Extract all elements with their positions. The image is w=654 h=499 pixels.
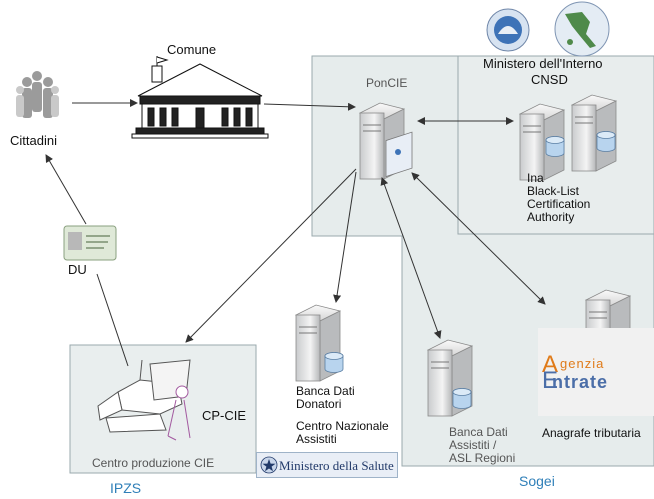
cnsd-service-item: Black-List — [527, 184, 580, 198]
agenzia-top-text: genzia — [560, 356, 605, 371]
star-emblem-icon — [260, 456, 278, 474]
centro-nazionale-label: Centro Nazionale Assistiti — [296, 419, 389, 446]
cnsd-service-item: Ina — [527, 171, 544, 185]
anagrafe-label: Anagrafe tributaria — [542, 426, 641, 440]
agenzia-bottom-text: ntrate — [552, 372, 609, 392]
svg-text:E: E — [542, 367, 558, 390]
cnsd-service-item: Certification — [527, 197, 591, 211]
centro-produzione-label: Centro produzione CIE — [92, 456, 215, 470]
agenzia-swoosh-icon: A E — [542, 351, 558, 390]
people-icon — [16, 71, 59, 118]
ministry-seal-icon — [486, 8, 530, 52]
sogei-label: Sogei — [519, 473, 555, 489]
italy-map-seal-icon — [554, 1, 610, 57]
disk-icon — [452, 388, 472, 409]
ministero-salute-text: Ministero della Salute — [279, 458, 394, 473]
id-card-icon — [63, 225, 117, 261]
agenzia-entrate-logo: A E genzia ntrate — [538, 328, 654, 416]
banca-assistiti-label: Banca Dati Assistiti / ASL Regioni — [449, 425, 516, 465]
cnsd-services-list: Ina Black-List Certification Authority — [527, 172, 627, 224]
cnsd-service-item: Authority — [527, 210, 575, 224]
ministero-salute-logo: Ministero della Salute — [256, 452, 398, 478]
disk-icon — [324, 352, 344, 373]
town-hall-icon — [131, 56, 269, 139]
banca-donatori-label: Banca Dati Donatori — [296, 384, 355, 411]
ministero-label: Ministero dell'Interno — [483, 56, 603, 71]
cittadini-label: Cittadini — [10, 133, 57, 148]
du-label: DU — [68, 262, 87, 277]
disk-icon — [545, 136, 565, 157]
comune-label: Comune — [167, 42, 217, 57]
printer-icon — [97, 359, 191, 441]
cp-cie-label: CP-CIE — [202, 408, 247, 423]
ipzs-label: IPZS — [110, 480, 142, 496]
cnsd-label: CNSD — [531, 72, 568, 87]
poncie-label: PonCIE — [366, 76, 408, 90]
disk-icon — [596, 131, 616, 152]
svg-text:A: A — [542, 351, 558, 378]
